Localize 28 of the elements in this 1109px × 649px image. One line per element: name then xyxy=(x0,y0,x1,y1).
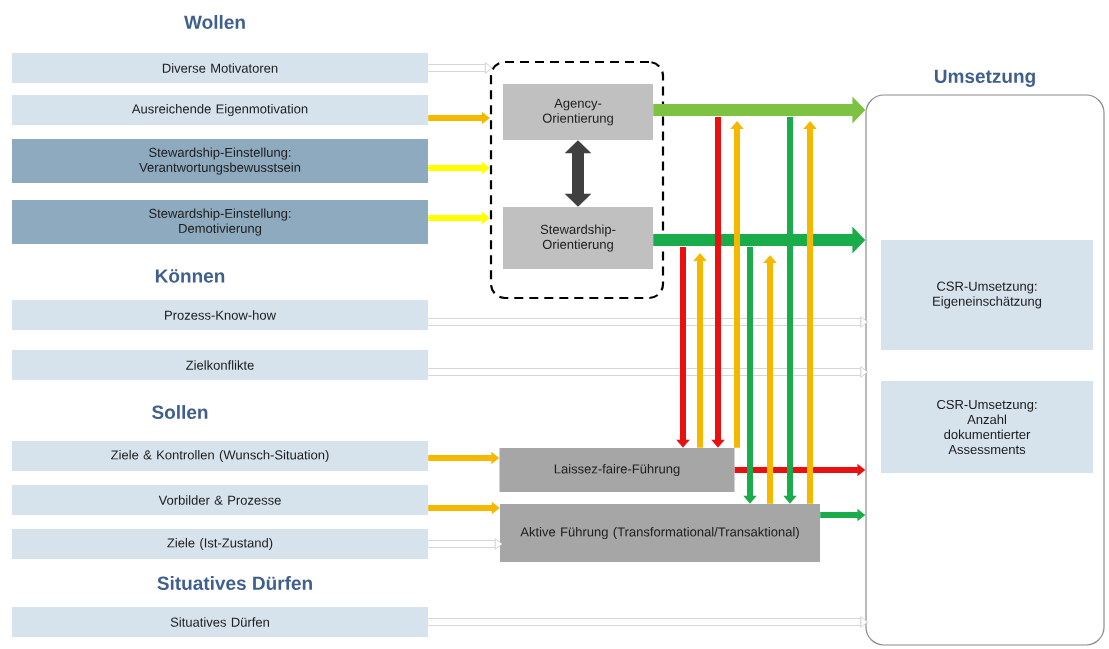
leadership-box: Aktive Führung (Transformational/Transaktional) xyxy=(500,504,820,562)
outcome-box: CSR-Umsetzung: Anzahl dokumentierter Assessments xyxy=(881,381,1093,473)
node-label: Umsetzung xyxy=(934,69,1035,87)
section-heading: Sollen xyxy=(152,405,208,419)
factor-box: Ziele (Ist-Zustand) xyxy=(12,529,428,559)
factor-box: Stewardship-Einstellung: Verantwortungsbewusstsein xyxy=(12,139,428,183)
section-heading: Wollen xyxy=(184,15,245,29)
factor-box: Vorbilder & Prozesse xyxy=(12,485,428,515)
outcome-box: CSR-Umsetzung: Eigeneinschätzung xyxy=(881,240,1093,350)
hollow-arrow xyxy=(428,316,869,328)
arrow xyxy=(564,140,592,207)
factor-box: Situatives Dürfen xyxy=(12,607,428,637)
hollow-arrow xyxy=(428,366,869,378)
orientation-box: Stewardship-Orientierung xyxy=(503,207,653,269)
factor-box: Stewardship-Einstellung: Demotivierung xyxy=(12,200,428,244)
orientation-box: Agency-Orientierung xyxy=(503,84,653,140)
hollow-arrow xyxy=(428,616,869,628)
factor-box: Zielkonflikte xyxy=(12,350,428,380)
section-heading: Situatives Dürfen xyxy=(157,576,312,590)
dashed-group-box xyxy=(489,60,665,300)
factor-box: Prozess-Know-how xyxy=(12,300,428,330)
section-heading: Können xyxy=(155,269,225,283)
hollow-arrow xyxy=(428,538,503,550)
factor-box: Ziele & Kontrollen (Wunsch-Situation) xyxy=(12,441,428,471)
factor-box: Diverse Motivatoren xyxy=(12,53,428,83)
factor-box: Ausreichende Eigenmotivation xyxy=(12,95,428,125)
hollow-arrow xyxy=(428,62,493,74)
leadership-box: Laissez-faire-Führung xyxy=(499,448,735,492)
